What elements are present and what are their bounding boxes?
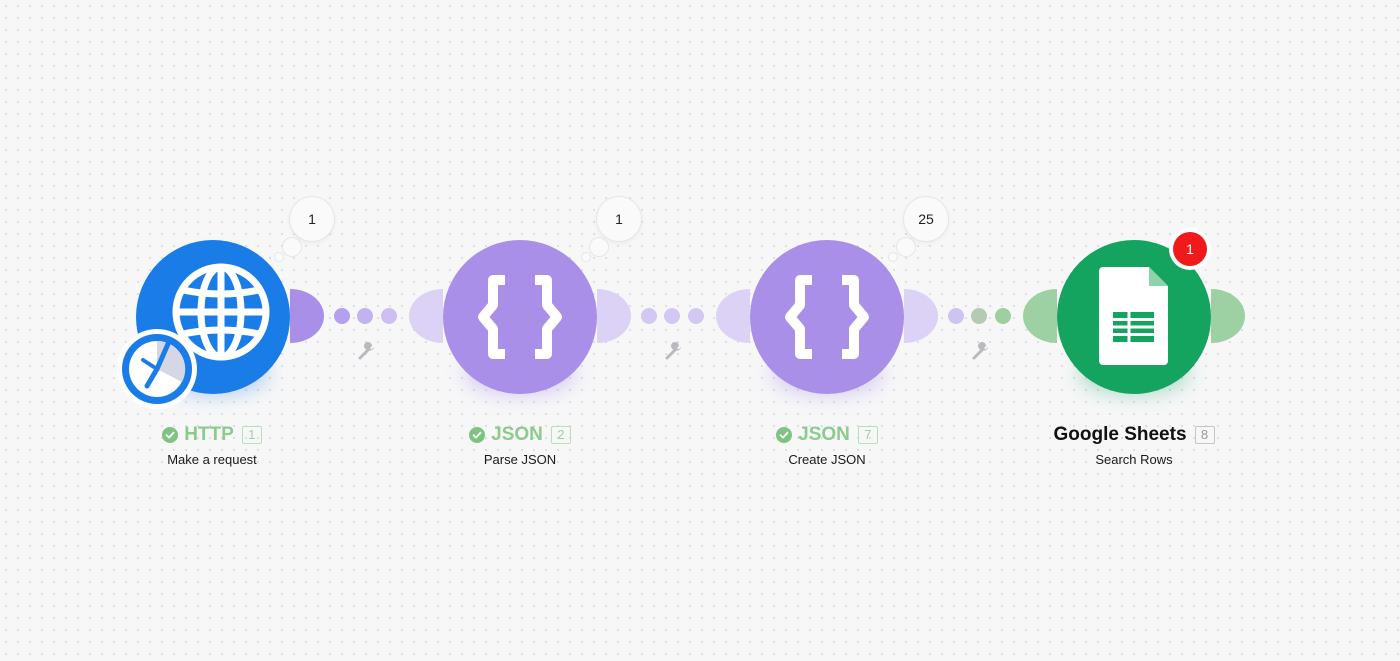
ops-bubble-tail bbox=[590, 238, 608, 256]
link-dot[interactable] bbox=[641, 308, 657, 324]
module-2-input-connector[interactable] bbox=[409, 289, 443, 343]
module-google-sheets[interactable] bbox=[1057, 240, 1211, 394]
error-count: 1 bbox=[1186, 241, 1194, 257]
module-8-input-connector[interactable] bbox=[1023, 289, 1057, 343]
braces-icon bbox=[750, 240, 904, 394]
module-id: 1 bbox=[241, 426, 262, 444]
module-label: JSON 7 bbox=[727, 424, 927, 446]
module-8-output-connector[interactable] bbox=[1211, 289, 1245, 343]
module-json-create[interactable] bbox=[750, 240, 904, 394]
operations-count-bubble[interactable]: 25 bbox=[904, 197, 948, 241]
ops-bubble-tail bbox=[897, 238, 915, 256]
success-check-icon bbox=[776, 427, 793, 443]
module-7-input-connector[interactable] bbox=[716, 289, 750, 343]
braces-icon bbox=[443, 240, 597, 394]
link-dot[interactable] bbox=[688, 308, 704, 324]
wrench-icon[interactable] bbox=[971, 341, 991, 361]
module-action: Search Rows bbox=[1095, 452, 1173, 467]
module-2-output-connector[interactable] bbox=[597, 289, 631, 343]
ops-bubble-tail bbox=[275, 253, 283, 261]
module-app-name: JSON bbox=[491, 424, 543, 445]
wrench-icon[interactable] bbox=[357, 341, 377, 361]
ops-bubble-tail bbox=[582, 253, 590, 261]
module-json-parse[interactable] bbox=[443, 240, 597, 394]
module-app-name: HTTP bbox=[184, 424, 234, 445]
operations-count: 1 bbox=[308, 211, 316, 227]
module-app-name: JSON bbox=[798, 424, 850, 445]
module-action: Parse JSON bbox=[483, 452, 557, 467]
operations-count: 1 bbox=[615, 211, 623, 227]
link-dot[interactable] bbox=[334, 308, 350, 324]
module-action: Create JSON bbox=[788, 452, 866, 467]
module-id: 7 bbox=[857, 426, 878, 444]
link-dot[interactable] bbox=[357, 308, 373, 324]
clock-icon bbox=[117, 329, 197, 409]
link-dot[interactable] bbox=[664, 308, 680, 324]
module-label: HTTP 1 bbox=[112, 424, 312, 446]
module-7-output-connector[interactable] bbox=[904, 289, 938, 343]
module-app-name: Google Sheets bbox=[1053, 424, 1187, 445]
module-label: JSON 2 bbox=[420, 424, 620, 446]
operations-count: 25 bbox=[918, 211, 934, 227]
link-dot[interactable] bbox=[971, 308, 987, 324]
module-label: Google Sheets 8 bbox=[1034, 424, 1234, 446]
ops-bubble-tail bbox=[889, 253, 897, 261]
module-1-output-connector[interactable] bbox=[290, 289, 324, 343]
spreadsheet-icon bbox=[1057, 240, 1211, 394]
link-dot[interactable] bbox=[948, 308, 964, 324]
success-check-icon bbox=[162, 427, 179, 443]
link-dot[interactable] bbox=[995, 308, 1011, 324]
ops-bubble-tail bbox=[283, 238, 301, 256]
error-count-badge[interactable]: 1 bbox=[1173, 232, 1207, 266]
success-check-icon bbox=[469, 427, 486, 443]
operations-count-bubble[interactable]: 1 bbox=[290, 197, 334, 241]
module-id: 8 bbox=[1194, 426, 1215, 444]
module-id: 2 bbox=[550, 426, 571, 444]
module-action: Make a request bbox=[167, 452, 257, 467]
wrench-icon[interactable] bbox=[664, 341, 684, 361]
link-dot[interactable] bbox=[381, 308, 397, 324]
operations-count-bubble[interactable]: 1 bbox=[597, 197, 641, 241]
